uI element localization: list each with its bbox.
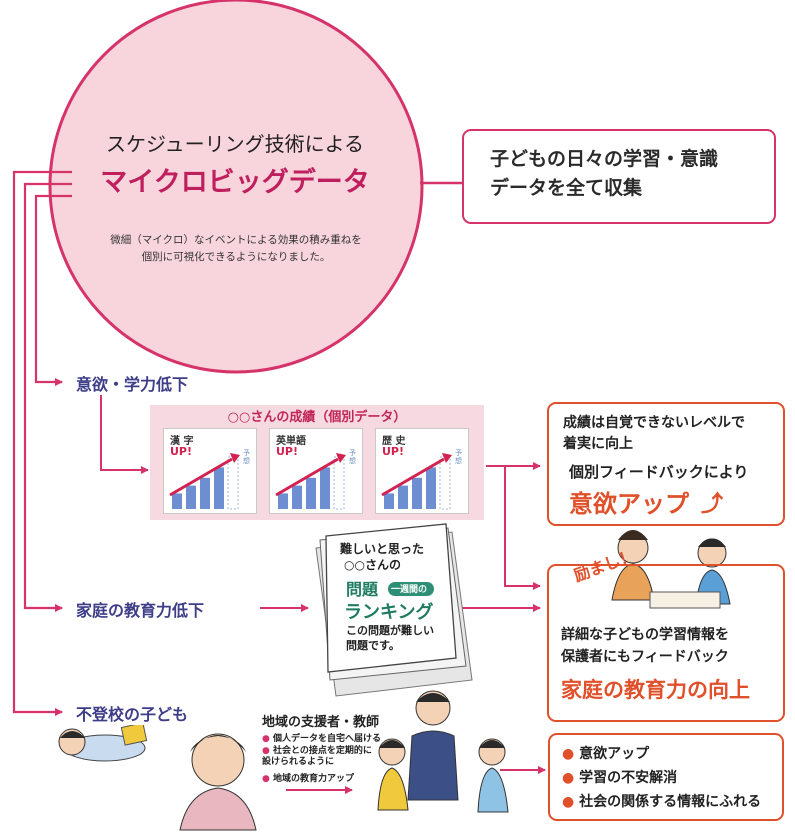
paper-illustration bbox=[315, 523, 473, 697]
bullet-icon: ● bbox=[262, 774, 273, 784]
circle-note: 微細（マイクロ）なイベントによる効果の積み重ねを 個別に可視化できるようになりま… bbox=[100, 232, 372, 266]
branch-family: 家庭の教育力低下 bbox=[74, 597, 207, 621]
teacher-parent-illustration bbox=[611, 530, 731, 609]
children-illustration bbox=[58, 722, 257, 831]
arrow-head-icon bbox=[442, 453, 452, 463]
result-family-box: 詳細な子どもの学習情報を 保護者にもフィードバック 家庭の教育力の向上 bbox=[547, 564, 785, 722]
result-truancy-box: ● 意欲アップ ● 学習の不安解消 ● 社会の関係する情報にふれる bbox=[548, 733, 784, 821]
grade-bar bbox=[320, 467, 330, 509]
branch-motivation: 意欲・学力低下 bbox=[74, 371, 191, 395]
result-motivation-line1: 成績は自覚できないレベルで bbox=[563, 415, 745, 431]
grade-forecast-bar bbox=[439, 456, 451, 510]
grade-subject: 英単語 bbox=[276, 436, 306, 447]
result-family-line1: 詳細な子どもの学習情報を bbox=[561, 627, 729, 643]
grades-title: ○○さんの成績（個別データ） bbox=[227, 410, 407, 425]
bullet-icon: ● bbox=[562, 770, 580, 786]
paper-line2: ○○さんの bbox=[344, 558, 401, 572]
result-truancy-item-1: ● 意欲アップ bbox=[562, 746, 650, 762]
result-truancy-item-2: ● 学習の不安解消 bbox=[562, 770, 678, 786]
result-family-line2: 保護者にもフィードバック bbox=[561, 649, 729, 665]
up-arrow-icon: ⤴ bbox=[701, 492, 724, 517]
result-motivation-line3: 個別フィードバックにより bbox=[569, 463, 749, 481]
helpers-illustration bbox=[377, 690, 509, 813]
grade-bars bbox=[275, 453, 346, 510]
grade-bar bbox=[292, 485, 302, 509]
paper-word-problem: 問題 bbox=[346, 580, 379, 599]
paper-line3: この問題が難しい bbox=[346, 624, 434, 637]
collect-box: 子どもの日々の学習・意識 データを全て収集 bbox=[462, 129, 776, 224]
grade-subject: 歴 史 bbox=[382, 436, 406, 447]
grade-trend-arrow bbox=[169, 457, 233, 497]
grade-bar bbox=[278, 493, 288, 509]
grade-bar bbox=[172, 493, 182, 509]
grade-bars bbox=[381, 453, 452, 510]
bullet-icon: ● bbox=[262, 734, 273, 744]
result-motivation-box: 成績は自覚できないレベルで 着実に向上 個別フィードバックにより 意欲アップ ⤴ bbox=[547, 402, 785, 526]
main-circle bbox=[48, 0, 424, 374]
helpers-title: 地域の支援者・教師 bbox=[262, 715, 380, 730]
grade-forecast-bar bbox=[227, 456, 239, 510]
grade-forecast-label: 予想 bbox=[455, 449, 462, 465]
result-motivation-line2: 着実に向上 bbox=[563, 436, 633, 452]
grade-bar bbox=[200, 477, 210, 509]
grade-subject: 漢 字 bbox=[170, 436, 194, 447]
bullet-icon: ● bbox=[562, 746, 580, 762]
collect-line2: データを全て収集 bbox=[490, 177, 643, 199]
circle-note-line2: 個別に可視化できるようになりました。 bbox=[141, 251, 331, 263]
grade-bar bbox=[412, 477, 422, 509]
result-motivation-headline: 意欲アップ bbox=[569, 490, 689, 518]
grade-bar bbox=[186, 485, 196, 509]
paper-badge: 一週間の bbox=[391, 585, 428, 595]
collect-line1: 子どもの日々の学習・意識 bbox=[490, 148, 719, 170]
grade-bar bbox=[398, 485, 408, 509]
paper-line4: 問題です。 bbox=[346, 639, 400, 652]
grade-up-label: UP! bbox=[170, 445, 193, 458]
grade-bar bbox=[214, 467, 224, 509]
helpers-item-3: ● 地域の教育力アップ bbox=[262, 774, 355, 784]
grade-up-label: UP! bbox=[382, 445, 405, 458]
paper-line1: 難しいと思った bbox=[340, 542, 425, 556]
grade-trend-arrow bbox=[275, 457, 339, 497]
arrow-head-icon bbox=[230, 453, 240, 463]
circle-title: スケジューリング技術による bbox=[106, 132, 364, 156]
grade-bar bbox=[384, 493, 394, 509]
grade-bar bbox=[306, 477, 316, 509]
result-family-headline: 家庭の教育力の向上 bbox=[561, 678, 750, 702]
grade-bar bbox=[426, 467, 436, 509]
branch-truancy: 不登校の子ども bbox=[74, 701, 191, 725]
circle-emphasis: マイクロビッグデータ bbox=[100, 167, 370, 198]
arrow-head-icon bbox=[336, 453, 346, 463]
circle-note-line1: 微細（マイクロ）なイベントによる効果の積み重ねを bbox=[110, 234, 362, 246]
helpers-item-1: ● 個人データを自宅へ届ける bbox=[262, 734, 382, 744]
helpers-item-2: ● 社会との接点を定期的に設けられるように bbox=[262, 746, 372, 767]
bullet-icon: ● bbox=[562, 794, 580, 810]
paper-word-ranking: ランキング bbox=[344, 602, 434, 623]
grade-trend-arrow bbox=[381, 457, 445, 497]
bullet-icon: ● bbox=[262, 746, 273, 756]
grade-forecast-bar bbox=[333, 456, 345, 510]
grade-bars bbox=[169, 453, 240, 510]
grade-forecast-label: 予想 bbox=[243, 449, 250, 465]
grade-forecast-label: 予想 bbox=[349, 449, 356, 465]
grade-up-label: UP! bbox=[276, 445, 299, 458]
result-truancy-item-3: ● 社会の関係する情報にふれる bbox=[562, 794, 762, 810]
